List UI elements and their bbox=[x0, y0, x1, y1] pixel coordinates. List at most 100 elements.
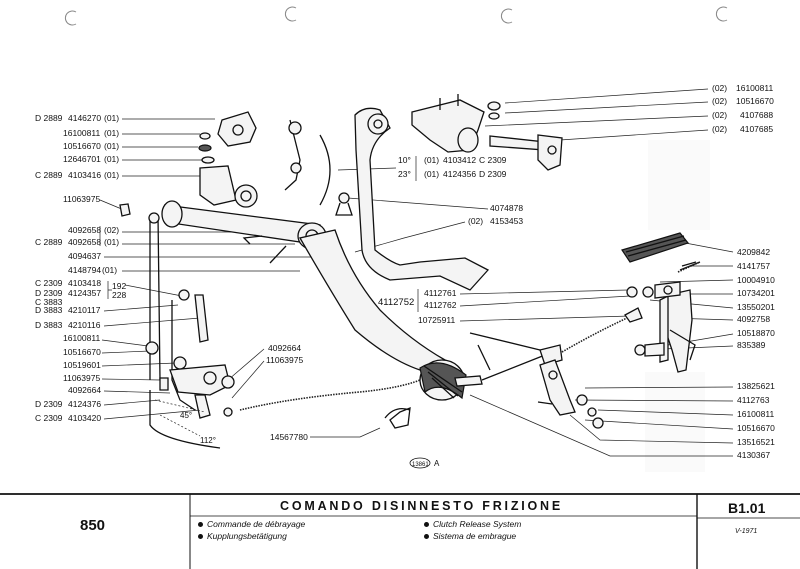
left-code-2: 10516670 bbox=[63, 141, 101, 151]
figure-reference: 13861 A bbox=[409, 457, 440, 469]
angle-marks: 45° 112° bbox=[180, 411, 216, 445]
left-qty-2: (01) bbox=[104, 141, 119, 151]
left-qty-1: (01) bbox=[104, 128, 119, 138]
left-code-13: 4210117 bbox=[68, 305, 101, 315]
subtitle-de: Kupplungsbetätigung bbox=[198, 531, 287, 541]
left-code-10: 4103418 bbox=[68, 278, 101, 288]
g2-code: 4112762 bbox=[424, 300, 457, 310]
tr-qty-0: (02) bbox=[712, 83, 727, 93]
left-prefix-12: C 3883 bbox=[35, 297, 63, 307]
left-code-8: 4094637 bbox=[68, 251, 101, 261]
deg2-suffix: D 2309 bbox=[479, 169, 507, 179]
left-code-4: 4103416 bbox=[68, 170, 101, 180]
left-qty-10: 192 bbox=[112, 281, 126, 291]
left-prefix-7: C 2889 bbox=[35, 237, 63, 247]
part-pedal-shaft bbox=[161, 200, 327, 250]
deg2: 23° bbox=[398, 169, 411, 179]
left-qty-7: (01) bbox=[104, 237, 119, 247]
left-code-20: 4124376 bbox=[68, 399, 101, 409]
left-code-3: 12646701 bbox=[63, 154, 101, 164]
left-qty-6: (02) bbox=[104, 225, 119, 235]
left-code-16: 10516670 bbox=[63, 347, 101, 357]
right-code-4: 13550201 bbox=[737, 302, 775, 312]
bullet-icon bbox=[198, 534, 203, 540]
center-bottom-labels: 4092664 11063975 14567780 bbox=[227, 343, 381, 442]
left-prefix-0: D 2889 bbox=[35, 113, 63, 123]
part-release-lever bbox=[537, 359, 604, 429]
right-code-11: 10516670 bbox=[737, 423, 775, 433]
right-code-6: 10518870 bbox=[737, 328, 775, 338]
subtitle-es: Sistema de embrague bbox=[424, 531, 516, 541]
model-number: 850 bbox=[80, 517, 106, 534]
deg1: 10° bbox=[398, 155, 411, 165]
section-code: B1.01 bbox=[728, 500, 766, 516]
left-code-9: 4148794 bbox=[68, 265, 101, 275]
left-code-0: 4146270 bbox=[68, 113, 101, 123]
tr-qty-1: (02) bbox=[712, 96, 727, 106]
left-prefix-20: D 2309 bbox=[35, 399, 63, 409]
angle-45: 45° bbox=[180, 411, 192, 420]
g3-code: 10725911 bbox=[418, 315, 455, 325]
deg1-code: 4103412 bbox=[443, 155, 476, 165]
part-release-fork bbox=[626, 281, 696, 373]
part-clutch-cable bbox=[239, 307, 643, 429]
left-prefix-21: C 2309 bbox=[35, 413, 63, 423]
tr-code-0: 16100811 bbox=[736, 83, 773, 93]
tr-qty-3: (02) bbox=[712, 124, 727, 134]
part-support-bracket bbox=[411, 94, 501, 153]
bleed-through bbox=[645, 140, 710, 472]
left-code-17: 10519601 bbox=[63, 360, 101, 370]
left-qty-3: (01) bbox=[104, 154, 119, 164]
label-14567780: 14567780 bbox=[270, 432, 308, 442]
part-bracket-top-left bbox=[198, 111, 258, 208]
left-code-6: 4092658 bbox=[68, 225, 101, 235]
right-code-0: 4209842 bbox=[737, 247, 770, 257]
right-code-5: 4092758 bbox=[737, 314, 770, 324]
tr-qty-2: (02) bbox=[712, 110, 727, 120]
figure-ref-number: 13861 bbox=[412, 462, 429, 468]
group-4112752: 4112752 4112761 4112762 10725911 bbox=[378, 288, 631, 325]
label-4153453: 4153453 bbox=[490, 216, 523, 226]
deg2-qty: (01) bbox=[424, 169, 439, 179]
angle-variant-labels: 10° (01) 4103412 C 2309 23° (01) 4124356… bbox=[337, 155, 523, 253]
left-code-18: 11063975 bbox=[63, 373, 100, 383]
right-labels: 4209842 4141757 10004910 10734201 135502… bbox=[469, 241, 775, 460]
top-right-labels: (02) 16100811 (02) 10516670 (02) 4107688… bbox=[484, 83, 774, 141]
right-code-3: 10734201 bbox=[737, 288, 775, 298]
part-pivot-pin bbox=[489, 134, 563, 171]
part-small-clip bbox=[119, 192, 353, 264]
deg1-suffix: C 2309 bbox=[479, 155, 507, 165]
left-code-5: 11063975 bbox=[63, 194, 100, 204]
part-brake-pedal bbox=[354, 107, 490, 291]
deg1-qty: (01) bbox=[424, 155, 439, 165]
part-spring-arm bbox=[242, 119, 331, 245]
left-prefix-10: C 2309 bbox=[35, 278, 63, 288]
right-code-2: 10004910 bbox=[737, 275, 775, 285]
label-qty-4153453: (02) bbox=[468, 216, 483, 226]
figure-ref-letter: A bbox=[434, 459, 440, 468]
left-code-11: 4124357 bbox=[68, 288, 101, 298]
left-prefix-14: D 3883 bbox=[35, 320, 63, 330]
left-prefix-11: D 2309 bbox=[35, 288, 63, 298]
left-qty-4: (01) bbox=[104, 170, 119, 180]
left-label-column: D 2889 4146270 (01) 16100811 (01) 105166… bbox=[35, 113, 126, 423]
tr-code-1: 10516670 bbox=[736, 96, 774, 106]
bullet-icon bbox=[198, 522, 203, 528]
left-code-7: 4092658 bbox=[68, 237, 101, 247]
right-code-9: 4112763 bbox=[737, 395, 770, 405]
label-11063975: 11063975 bbox=[266, 355, 303, 365]
part-lower-rod bbox=[145, 212, 235, 449]
label-4074878: 4074878 bbox=[490, 203, 523, 213]
part-clutch-pedal bbox=[298, 229, 467, 401]
angle-112: 112° bbox=[200, 436, 216, 445]
right-code-8: 13825621 bbox=[737, 381, 775, 391]
right-code-1: 4141757 bbox=[737, 261, 770, 271]
left-qty-9: (01) bbox=[102, 265, 117, 275]
subtitle-de-text: Kupplungsbetätigung bbox=[207, 531, 287, 541]
left-qty-11: 228 bbox=[112, 290, 126, 300]
g1-code: 4112761 bbox=[424, 288, 457, 298]
subtitle-en: Clutch Release System bbox=[424, 519, 521, 529]
part-release-bearing bbox=[621, 232, 701, 273]
left-code-1: 16100811 bbox=[63, 128, 100, 138]
